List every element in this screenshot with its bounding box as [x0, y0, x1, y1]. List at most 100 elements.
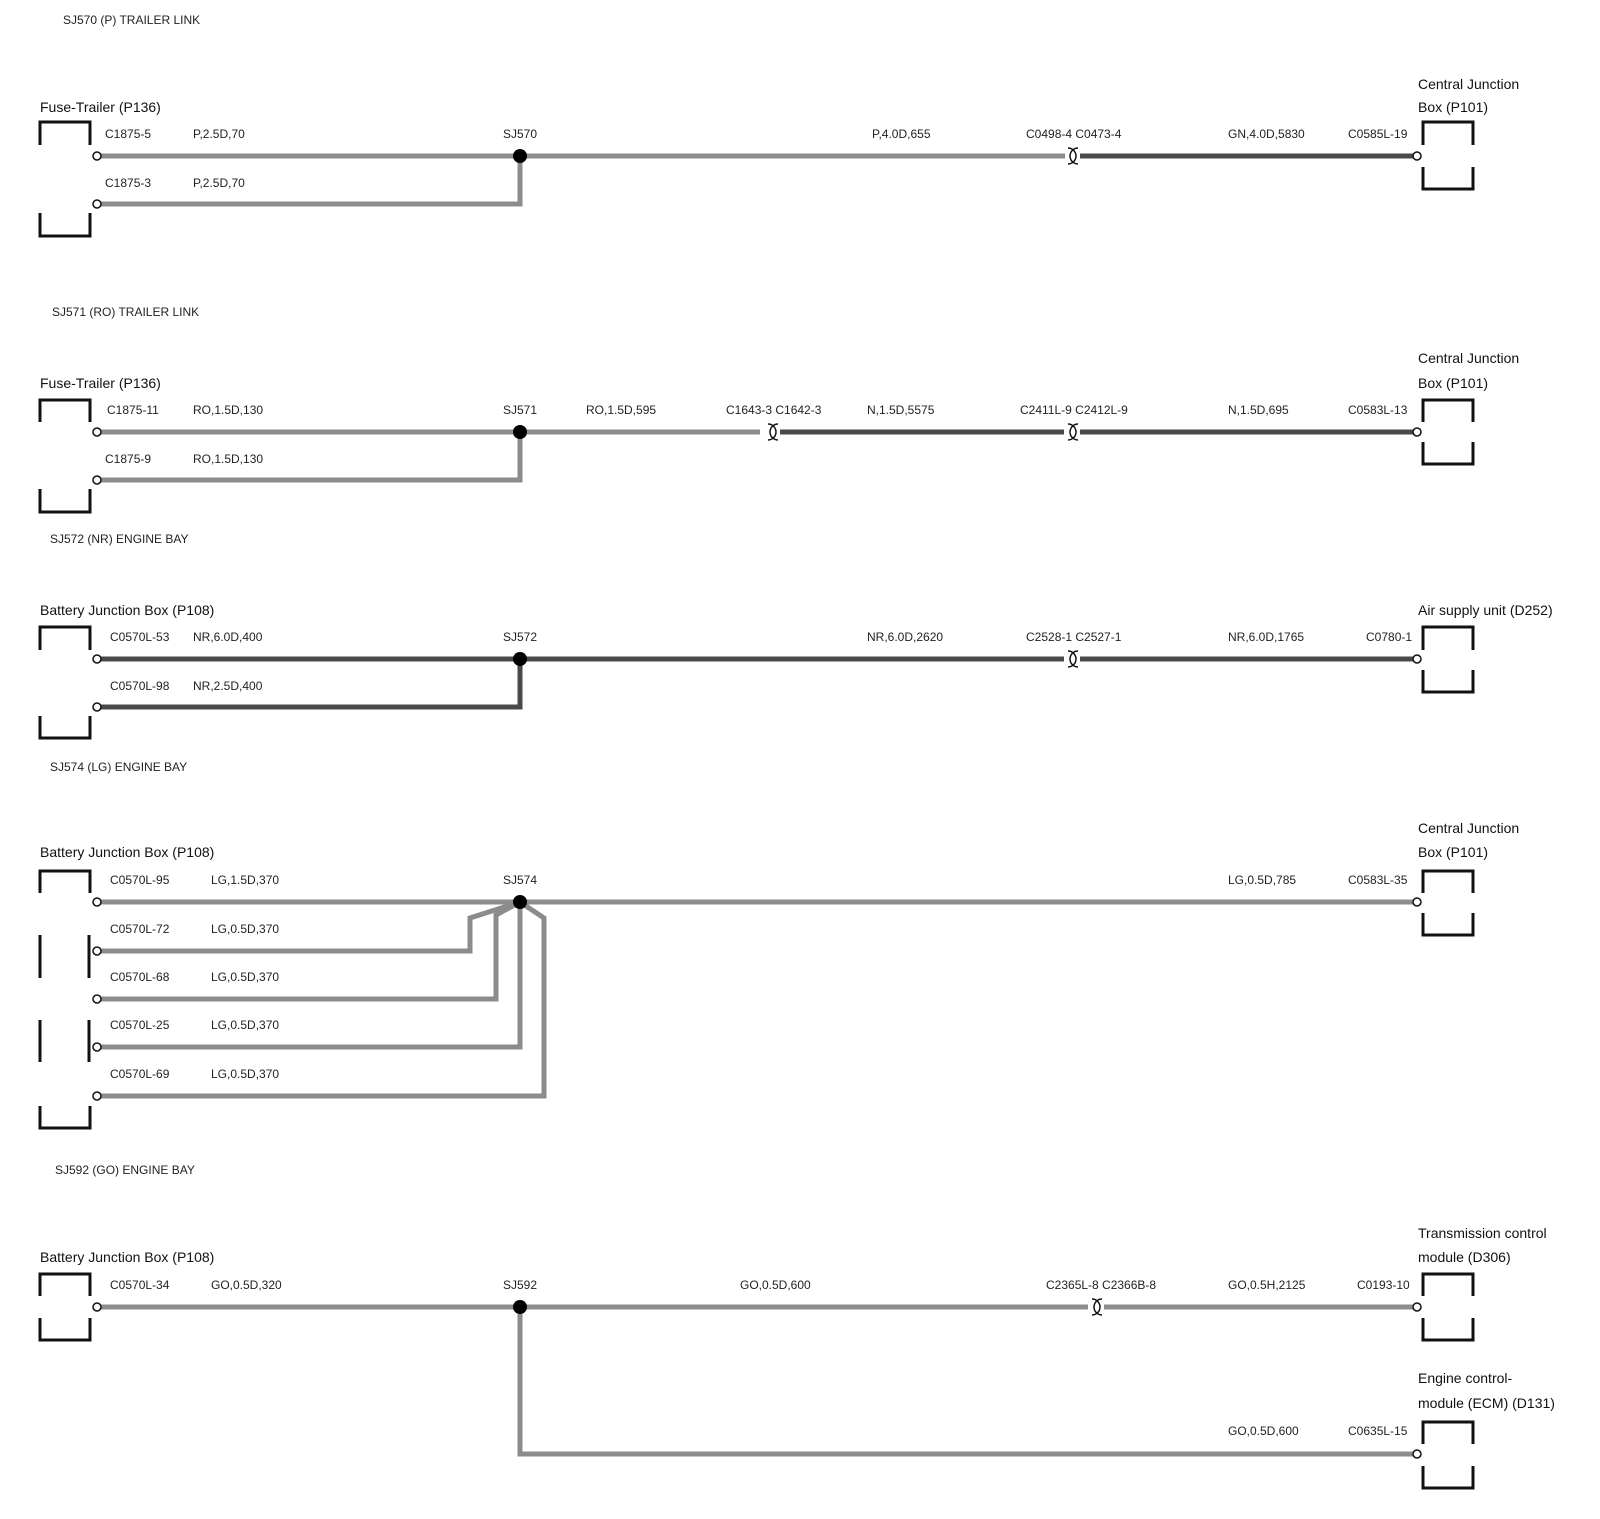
splice-label: SJ574: [503, 873, 537, 887]
connector-bracket: [38, 869, 92, 1130]
pin-label: C1875-11: [107, 403, 159, 417]
connector-pair-label: C1643-3 C1642-3: [726, 403, 822, 417]
wire-label: GO,0.5H,2125: [1228, 1278, 1306, 1292]
pin-label: C0570L-25: [110, 1018, 170, 1032]
pin-terminal: [92, 427, 1422, 485]
left-component-label: Battery Junction Box (P108): [40, 844, 214, 860]
connector-bracket: [1421, 1420, 1475, 1490]
section-sj570: SJ570 (P) TRAILER LINK Fuse-Trailer (P13…: [38, 13, 1519, 238]
section-sj574: SJ574 (LG) ENGINE BAY Battery Junction B…: [38, 760, 1519, 1130]
wire-label: NR,6.0D,1765: [1228, 630, 1304, 644]
wire-label: P,2.5D,70: [193, 176, 245, 190]
left-component-label: Fuse-Trailer (P136): [40, 99, 161, 115]
connector-pair-label: C2365L-8 C2366B-8: [1046, 1278, 1156, 1292]
splice-point: [513, 1300, 527, 1314]
wire-label: N,1.5D,5575: [867, 403, 935, 417]
pin-label: C0193-10: [1357, 1278, 1410, 1292]
right-component-label: Engine control-: [1418, 1370, 1513, 1386]
inline-connector: [1067, 147, 1079, 165]
pin-label: C0780-1: [1366, 630, 1412, 644]
wire-label: GO,0.5D,320: [211, 1278, 282, 1292]
wire-label: P,2.5D,70: [193, 127, 245, 141]
connector-bracket: [38, 398, 92, 514]
connector-pair-label: C2411L-9 C2412L-9: [1020, 403, 1128, 417]
pin-terminal: [92, 1302, 1422, 1459]
pin-label: C0583L-13: [1348, 403, 1408, 417]
connector-bracket: [1421, 398, 1475, 466]
wire-label: RO,1.5D,130: [193, 403, 263, 417]
right-component-label: Box (P101): [1418, 844, 1488, 860]
wire-label: LG,0.5D,785: [1228, 873, 1296, 887]
right-component-label: module (D306): [1418, 1249, 1511, 1265]
connector-pair-label: C2528-1 C2527-1: [1026, 630, 1122, 644]
section-title: SJ571 (RO) TRAILER LINK: [52, 305, 199, 319]
pin-label: C1875-3: [105, 176, 151, 190]
right-component-label: Box (P101): [1418, 99, 1488, 115]
right-component-label: Central Junction: [1418, 76, 1519, 92]
inline-connector: [1067, 650, 1079, 668]
connector-bracket: [1421, 869, 1475, 937]
section-sj571: SJ571 (RO) TRAILER LINK Fuse-Trailer (P1…: [38, 305, 1519, 514]
wire-label: P,4.0D,655: [872, 127, 931, 141]
left-component-label: Battery Junction Box (P108): [40, 1249, 214, 1265]
wire-label: NR,6.0D,400: [193, 630, 263, 644]
pin-label: C0570L-72: [110, 922, 170, 936]
wire-label: NR,2.5D,400: [193, 679, 263, 693]
pin-label: C0570L-68: [110, 970, 170, 984]
pin-label: C0570L-53: [110, 630, 170, 644]
connector-bracket: [1421, 1272, 1475, 1342]
wire-label: N,1.5D,695: [1228, 403, 1289, 417]
pin-label: C0583L-35: [1348, 873, 1408, 887]
splice-label: SJ592: [503, 1278, 537, 1292]
splice-label: SJ571: [503, 403, 537, 417]
inline-connector: [1091, 1298, 1103, 1316]
splice-label: SJ570: [503, 127, 537, 141]
connector-bracket: [38, 625, 92, 740]
pin-label: C0635L-15: [1348, 1424, 1408, 1438]
right-component-label: Central Junction: [1418, 350, 1519, 366]
wire: [98, 429, 1413, 483]
pin-label: C0570L-95: [110, 873, 170, 887]
wire-label: GN,4.0D,5830: [1228, 127, 1305, 141]
section-title: SJ592 (GO) ENGINE BAY: [55, 1163, 195, 1177]
right-component-label: Central Junction: [1418, 820, 1519, 836]
connector-bracket: [1421, 120, 1475, 191]
wire: [98, 153, 1413, 207]
left-component-label: Fuse-Trailer (P136): [40, 375, 161, 391]
pin-label: C0570L-34: [110, 1278, 170, 1292]
pin-label: C1875-5: [105, 127, 151, 141]
pin-label: C0585L-19: [1348, 127, 1408, 141]
splice-point: [513, 895, 527, 909]
section-title: SJ574 (LG) ENGINE BAY: [50, 760, 187, 774]
section-title: SJ570 (P) TRAILER LINK: [63, 13, 200, 27]
connector-pair-label: C0498-4 C0473-4: [1026, 127, 1122, 141]
right-component-label: Air supply unit (D252): [1418, 602, 1553, 618]
connector-bracket: [38, 120, 92, 238]
splice-point: [513, 652, 527, 666]
splice-point: [513, 149, 527, 163]
wire: [98, 656, 1413, 710]
connector-bracket: [1421, 625, 1475, 694]
wire-label: LG,0.5D,370: [211, 1067, 279, 1081]
wire-label: LG,1.5D,370: [211, 873, 279, 887]
wire-label: LG,0.5D,370: [211, 1018, 279, 1032]
right-component-label: module (ECM) (D131): [1418, 1395, 1555, 1411]
wire-label: RO,1.5D,130: [193, 452, 263, 466]
section-sj572: SJ572 (NR) ENGINE BAY Battery Junction B…: [38, 532, 1553, 740]
splice-label: SJ572: [503, 630, 537, 644]
wire: [98, 1304, 1413, 1457]
pin-terminal: [92, 654, 1422, 712]
wire-label: LG,0.5D,370: [211, 922, 279, 936]
wire-label: GO,0.5D,600: [1228, 1424, 1299, 1438]
pin-label: C0570L-69: [110, 1067, 170, 1081]
wire-label: LG,0.5D,370: [211, 970, 279, 984]
wire-label: GO,0.5D,600: [740, 1278, 811, 1292]
inline-connector: [767, 423, 1079, 441]
section-title: SJ572 (NR) ENGINE BAY: [50, 532, 188, 546]
left-component-label: Battery Junction Box (P108): [40, 602, 214, 618]
section-sj592: SJ592 (GO) ENGINE BAY Battery Junction B…: [38, 1163, 1555, 1490]
wire-label: RO,1.5D,595: [586, 403, 656, 417]
pin-label: C0570L-98: [110, 679, 170, 693]
splice-point: [513, 425, 527, 439]
